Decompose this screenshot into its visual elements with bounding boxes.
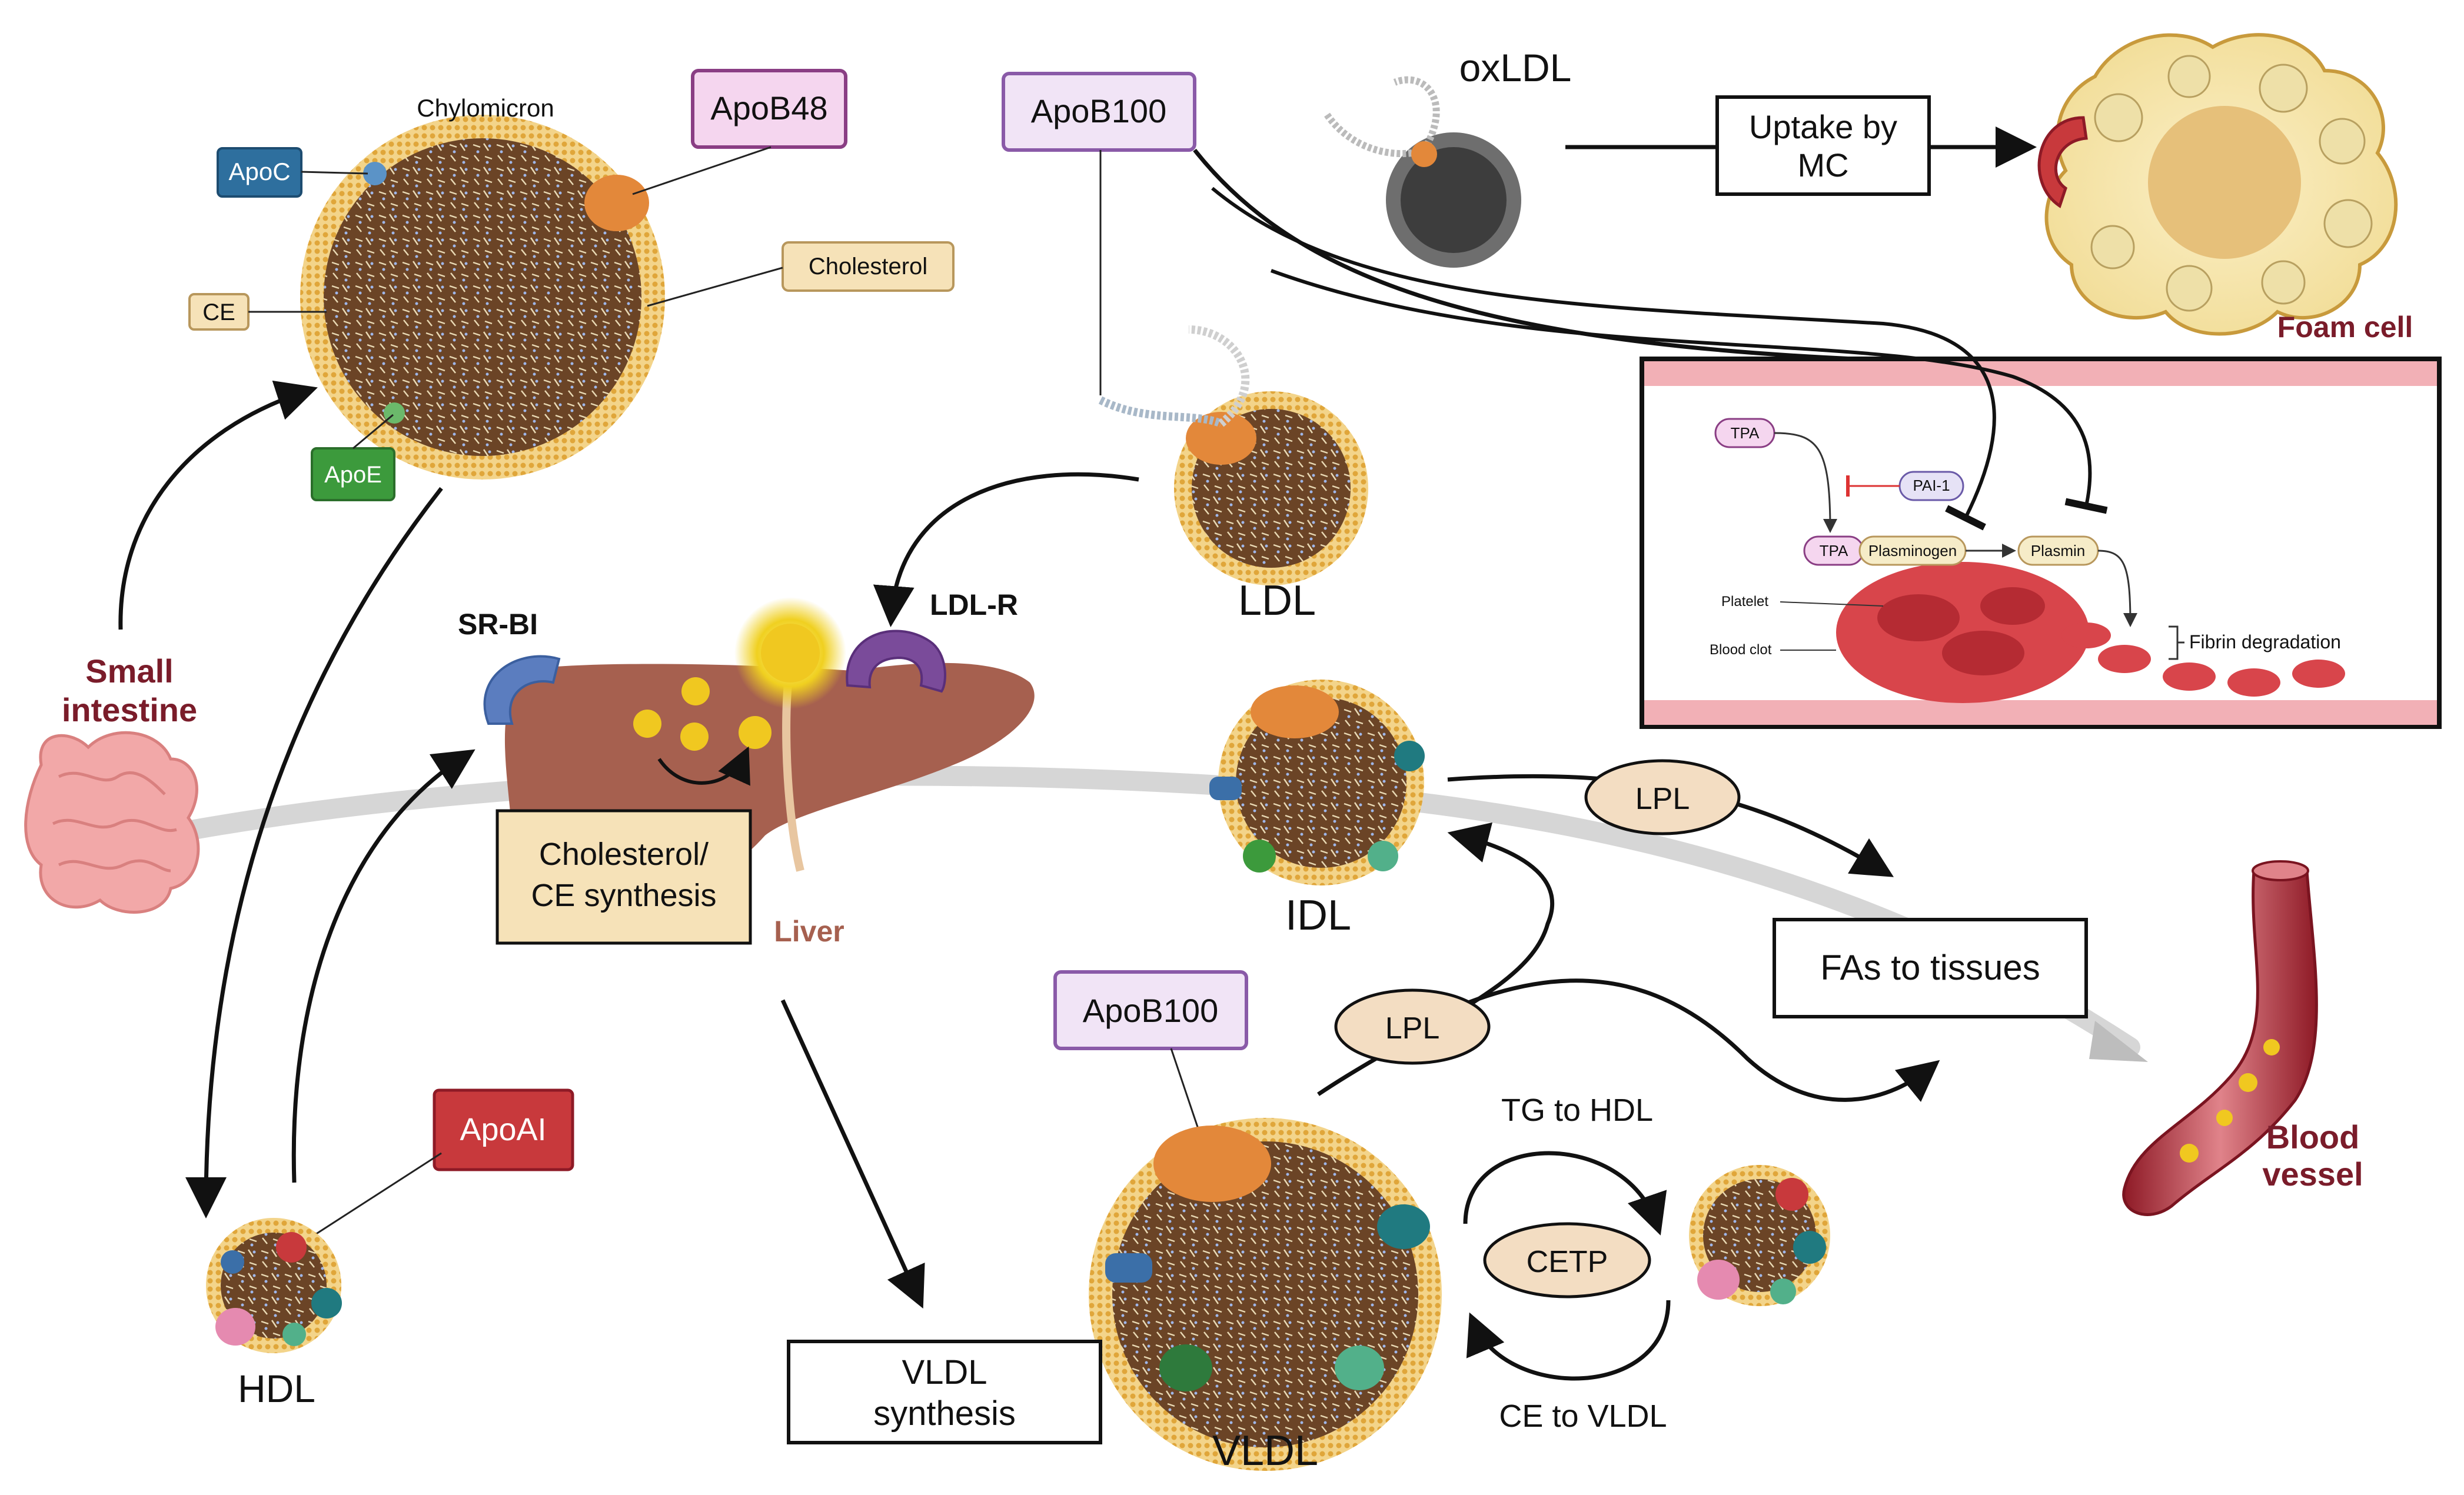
blood-vessel-label-line2: vessel xyxy=(2262,1156,2363,1193)
lpl-top-ellipse: LPL xyxy=(1584,759,1741,835)
svg-text:ApoB100: ApoB100 xyxy=(1083,992,1218,1029)
liver-label: Liver xyxy=(774,915,844,948)
small-intestine-icon xyxy=(24,731,200,914)
fibrin-degradation-label: Fibrin degradation xyxy=(2189,631,2341,652)
apob48-label: ApoB48 xyxy=(691,69,847,149)
chylomicron-label: Chylomicron xyxy=(417,94,554,122)
idl-particle xyxy=(1209,680,1425,885)
apob100-top-label: ApoB100 xyxy=(1002,72,1196,152)
sr-bi-label: SR-BI xyxy=(458,608,538,641)
arrow-ce-to-vldl xyxy=(1466,1300,1671,1381)
blood-clot-label: Blood clot xyxy=(1710,642,1772,658)
svg-text:Uptake by: Uptake by xyxy=(1749,108,1897,145)
chylomicron-particle xyxy=(300,115,665,480)
arrow-chylomicron-to-hdl xyxy=(185,487,443,1218)
inhibit-plasminogen xyxy=(1211,187,1996,531)
ldl-r-receptor-icon xyxy=(846,630,946,693)
hdl-particle xyxy=(206,1218,342,1353)
svg-text:TPA: TPA xyxy=(1731,424,1760,442)
apoai-label: ApoAI xyxy=(433,1088,574,1171)
flow-band-arrowhead xyxy=(2089,1021,2148,1062)
svg-text:TPA: TPA xyxy=(1820,542,1848,560)
svg-text:ApoAI: ApoAI xyxy=(460,1112,546,1147)
svg-text:ApoB100: ApoB100 xyxy=(1031,92,1166,129)
blood-vessel-label: Blood xyxy=(2266,1118,2360,1156)
fas-to-tissues-box: FAs to tissues xyxy=(1773,918,2088,1018)
svg-text:ApoC: ApoC xyxy=(228,158,290,185)
foam-cell-label: Foam cell xyxy=(2277,311,2413,344)
svg-text:MC: MC xyxy=(1797,146,1848,184)
apob100-bottom-label: ApoB100 xyxy=(1053,970,1248,1050)
oxldl-particle xyxy=(1324,76,1521,268)
vldl-particle xyxy=(1089,1118,1442,1471)
blood-vessel-icon xyxy=(2122,860,2318,1216)
small-hdl-particle xyxy=(1689,1165,1830,1306)
svg-text:Plasminogen: Plasminogen xyxy=(1868,542,1957,560)
svg-text:Cholesterol/: Cholesterol/ xyxy=(539,837,709,872)
inhibit-plasmin xyxy=(1270,269,2108,514)
plasmin-pill: Plasmin xyxy=(2017,535,2099,566)
tpa-top-pill: TPA xyxy=(1714,418,1775,448)
svg-text:VLDL: VLDL xyxy=(902,1353,987,1391)
svg-text:LPL: LPL xyxy=(1635,782,1690,816)
small-intestine-label: Small xyxy=(85,652,173,690)
svg-text:PAI-1: PAI-1 xyxy=(1913,477,1950,494)
platelet-label: Platelet xyxy=(1721,594,1768,610)
svg-text:synthesis: synthesis xyxy=(873,1394,1016,1433)
cholesterol-label: Cholesterol xyxy=(782,241,955,292)
pai1-pill: PAI-1 xyxy=(1898,471,1964,501)
ce-to-vldl-label: CE to VLDL xyxy=(1499,1399,1667,1434)
ldl-label: LDL xyxy=(1238,577,1316,624)
arrow-intestine-to-chylomicron xyxy=(118,380,318,630)
apoc-label: ApoC xyxy=(217,147,302,198)
ce-label: CE xyxy=(188,293,250,331)
fibrinolysis-inset xyxy=(1640,357,2442,729)
small-intestine-label-line2: intestine xyxy=(62,691,197,728)
ldl-r-label: LDL-R xyxy=(930,588,1018,621)
vldl-label: VLDL xyxy=(1212,1427,1318,1474)
svg-text:LPL: LPL xyxy=(1385,1011,1440,1045)
foam-cell-icon xyxy=(2037,33,2398,336)
svg-text:CETP: CETP xyxy=(1527,1245,1608,1279)
vldl-synthesis-box: VLDL synthesis xyxy=(787,1340,1102,1444)
arrow-lpl-to-fas xyxy=(1458,978,1940,1103)
idl-label: IDL xyxy=(1285,892,1351,939)
svg-text:ApoB48: ApoB48 xyxy=(710,89,827,126)
arrow-liver-to-vldl-synthesis xyxy=(780,999,925,1309)
svg-text:CE synthesis: CE synthesis xyxy=(531,878,716,913)
hdl-label: HDL xyxy=(238,1367,315,1410)
sr-bi-receptor-icon xyxy=(483,655,561,725)
svg-text:FAs to tissues: FAs to tissues xyxy=(1820,948,2040,987)
apoe-label: ApoE xyxy=(311,447,395,501)
cetp-ellipse: CETP xyxy=(1483,1222,1651,1298)
tg-to-hdl-label: TG to HDL xyxy=(1501,1093,1653,1128)
arrow-tg-to-hdl xyxy=(1463,1151,1667,1236)
svg-text:ApoE: ApoE xyxy=(324,462,382,488)
tpa-plasminogen-pill: TPA Plasminogen xyxy=(1803,535,1967,566)
svg-text:CE: CE xyxy=(202,299,235,325)
svg-text:Plasmin: Plasmin xyxy=(2031,542,2085,560)
oxldl-label: oxLDL xyxy=(1459,46,1572,89)
uptake-by-mc-box: Uptake by MC xyxy=(1715,95,1931,196)
arrow-hdl-to-liver xyxy=(291,749,475,1183)
ldl-particle xyxy=(1098,325,1368,585)
cholesterol-synthesis-box: Cholesterol/ CE synthesis xyxy=(496,809,752,945)
svg-text:Cholesterol: Cholesterol xyxy=(809,254,927,279)
arrow-ldl-to-liver xyxy=(873,472,1139,627)
lpl-mid-ellipse: LPL xyxy=(1334,988,1491,1065)
